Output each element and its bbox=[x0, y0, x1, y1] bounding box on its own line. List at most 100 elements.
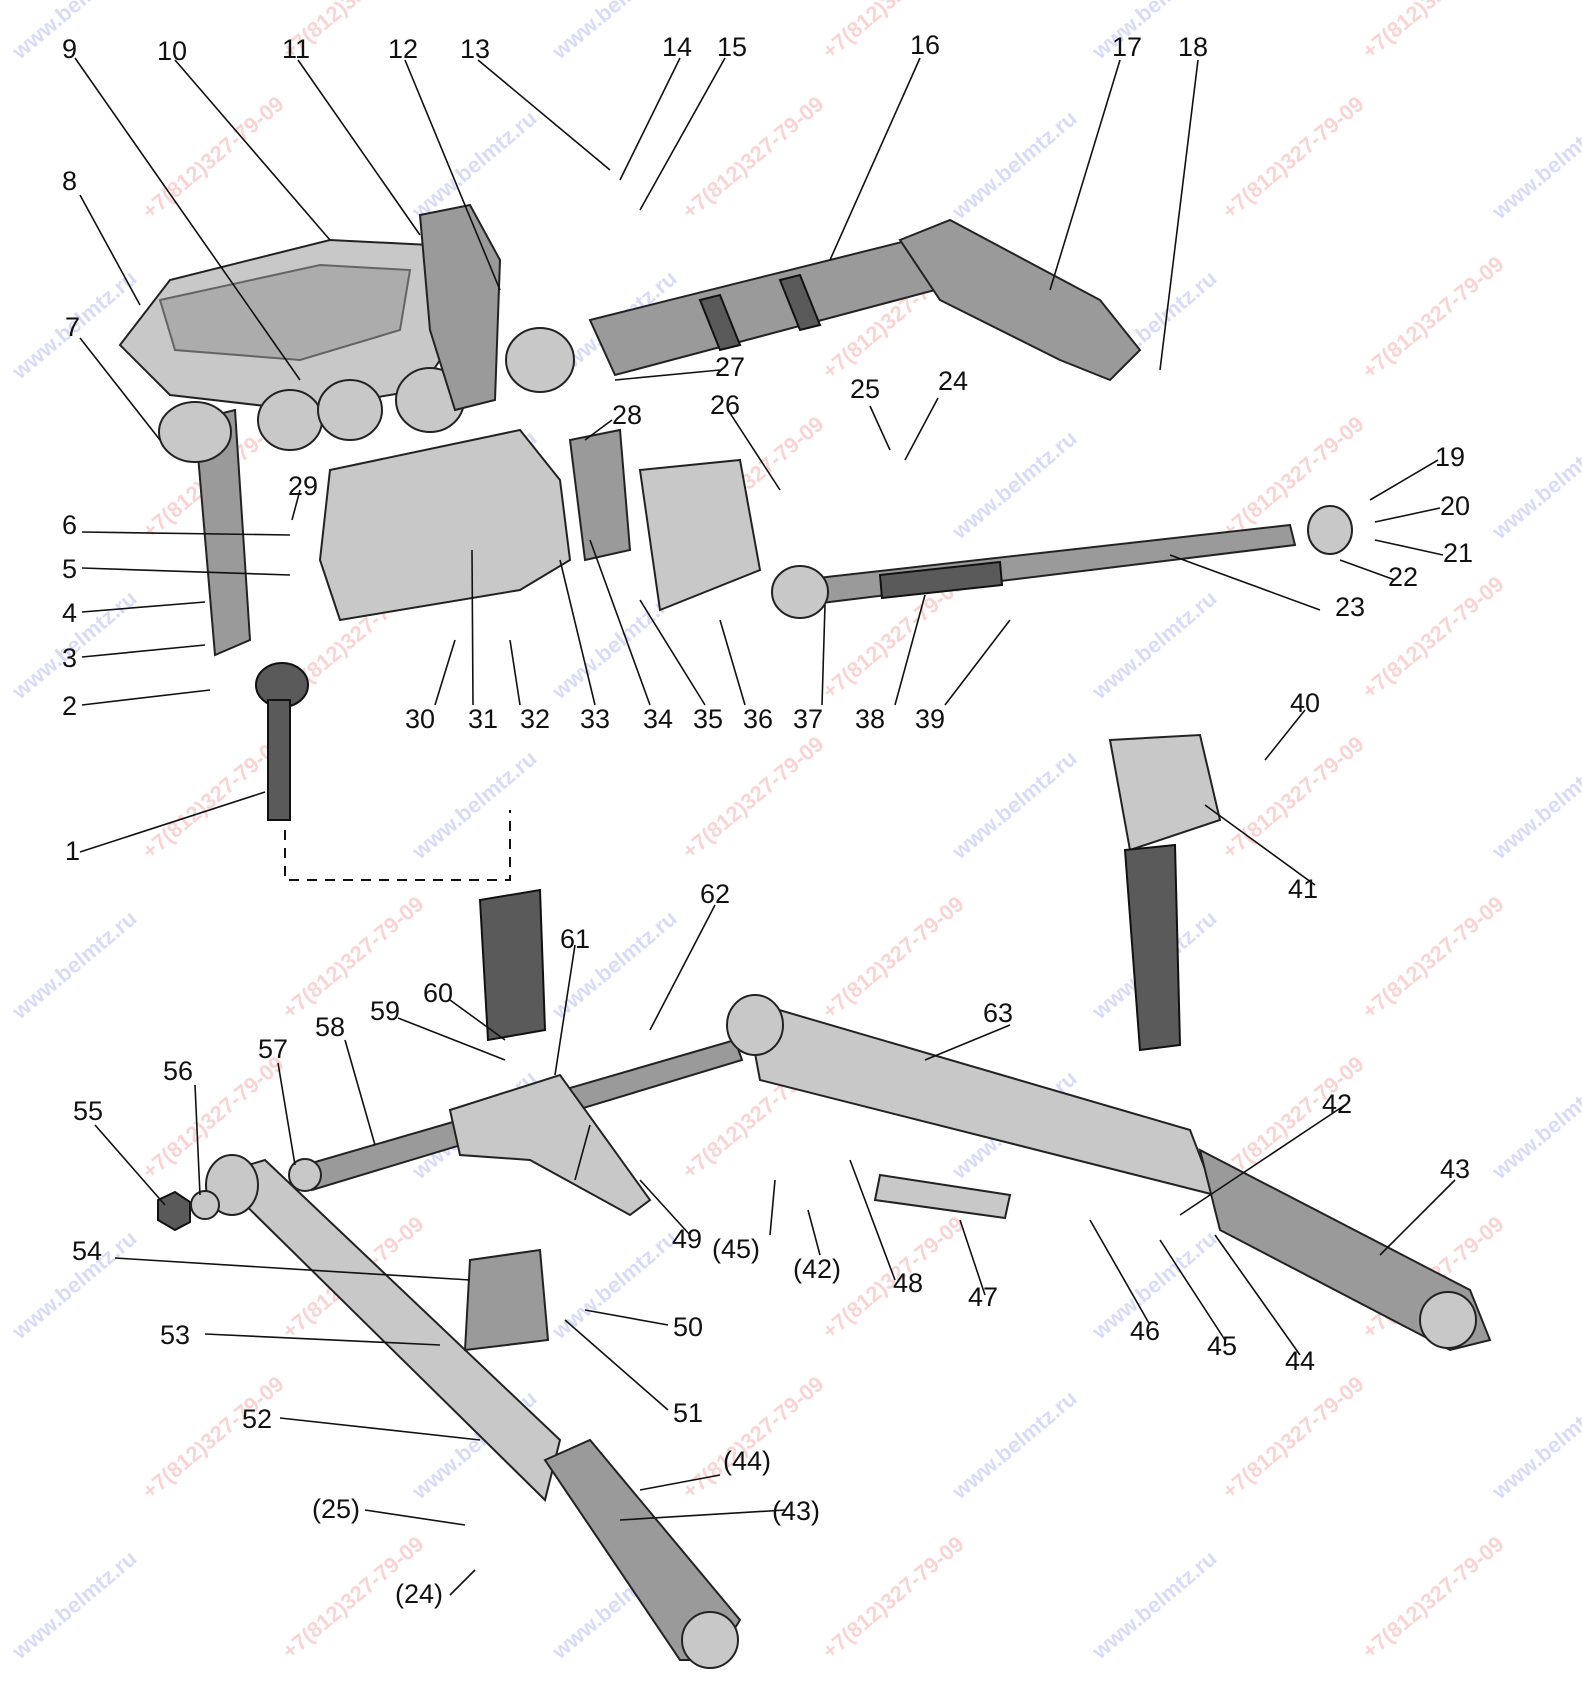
part-label-27: 27 bbox=[715, 352, 745, 382]
watermark-phone: +7(812)327-79-09 bbox=[137, 731, 288, 864]
part-label-54: 54 bbox=[72, 1236, 102, 1266]
part-label-25: 25 bbox=[850, 374, 880, 404]
lower-assembly-drawing bbox=[157, 733, 1492, 1669]
part-label-10: 10 bbox=[157, 36, 187, 66]
watermark-phone: +7(812)327-79-09 bbox=[817, 0, 968, 64]
part-label-45: 45 bbox=[1207, 1331, 1237, 1361]
watermark-site: www.belmtz.ru bbox=[946, 745, 1081, 864]
part-label-3: 3 bbox=[62, 643, 77, 673]
part-label-32: 32 bbox=[520, 704, 550, 734]
part-label-14: 14 bbox=[662, 32, 692, 62]
part-label-9: 9 bbox=[62, 34, 77, 64]
part-label-28: 28 bbox=[612, 400, 642, 430]
part-label-17: 17 bbox=[1112, 32, 1142, 62]
part-label-12: 12 bbox=[388, 34, 418, 64]
part-label-42: 42 bbox=[1322, 1089, 1352, 1119]
watermark-site: www.belmtz.ru bbox=[1086, 585, 1221, 704]
upper-assembly-drawing bbox=[118, 203, 1353, 821]
part-label-43: 43 bbox=[1440, 1154, 1470, 1184]
watermark-site: www.belmtz.ru bbox=[6, 1545, 141, 1664]
part-label-57: 57 bbox=[258, 1034, 288, 1064]
part-label-19: 19 bbox=[1435, 442, 1465, 472]
watermark-site: www.belmtz.ru bbox=[6, 905, 141, 1024]
part-label-24: 24 bbox=[938, 366, 968, 396]
part-label-6: 6 bbox=[62, 510, 77, 540]
part-label-4: 4 bbox=[62, 598, 77, 628]
watermark-phone: +7(812)327-79-09 bbox=[1217, 731, 1368, 864]
part-label-26: 26 bbox=[710, 390, 740, 420]
part-label-5: 5 bbox=[62, 554, 77, 584]
part-label-46: 46 bbox=[1130, 1316, 1160, 1346]
part-label-37: 37 bbox=[793, 704, 823, 734]
watermark-site: www.belmtz.ru bbox=[1486, 1065, 1582, 1184]
watermark-site: www.belmtz.ru bbox=[1486, 425, 1582, 544]
part-label-7: 7 bbox=[65, 312, 80, 342]
part-label-23: 23 bbox=[1335, 592, 1365, 622]
watermark-site: www.belmtz.ru bbox=[946, 105, 1081, 224]
part-label-2: 2 bbox=[62, 691, 77, 721]
watermark-phone: +7(812)327-79-09 bbox=[1357, 251, 1508, 384]
part-label-22: 22 bbox=[1388, 562, 1418, 592]
part-label-44: 44 bbox=[1285, 1346, 1315, 1376]
ref-label-43: (43) bbox=[772, 1496, 820, 1526]
part-label-35: 35 bbox=[693, 704, 723, 734]
part-label-51: 51 bbox=[673, 1398, 703, 1428]
part-label-34: 34 bbox=[643, 704, 673, 734]
part-label-33: 33 bbox=[580, 704, 610, 734]
part-label-38: 38 bbox=[855, 704, 885, 734]
ref-label-24: (24) bbox=[395, 1579, 443, 1609]
part-label-8: 8 bbox=[62, 166, 77, 196]
part-label-59: 59 bbox=[370, 996, 400, 1026]
part-label-39: 39 bbox=[915, 704, 945, 734]
part-label-15: 15 bbox=[717, 32, 747, 62]
part-label-62: 62 bbox=[700, 879, 730, 909]
watermark-phone: +7(812)327-79-09 bbox=[1357, 891, 1508, 1024]
watermark-site: www.belmtz.ru bbox=[1086, 1545, 1221, 1664]
watermark-phone: +7(812)327-79-09 bbox=[137, 91, 288, 224]
part-label-1: 1 bbox=[65, 836, 80, 866]
watermark-site: www.belmtz.ru bbox=[946, 425, 1081, 544]
part-label-61: 61 bbox=[560, 924, 590, 954]
watermark-site: www.belmtz.ru bbox=[946, 1385, 1081, 1504]
watermark-site: www.belmtz.ru bbox=[546, 1225, 681, 1344]
part-label-50: 50 bbox=[673, 1312, 703, 1342]
part-label-58: 58 bbox=[315, 1012, 345, 1042]
leader-lines bbox=[74, 57, 1456, 1596]
watermark-phone: +7(812)327-79-09 bbox=[1357, 1531, 1508, 1664]
part-label-20: 20 bbox=[1440, 491, 1470, 521]
watermark-phone: +7(812)327-79-09 bbox=[1217, 91, 1368, 224]
watermark-phone: +7(812)327-79-09 bbox=[1357, 571, 1508, 704]
part-label-21: 21 bbox=[1443, 538, 1473, 568]
part-label-36: 36 bbox=[743, 704, 773, 734]
part-label-18: 18 bbox=[1178, 32, 1208, 62]
watermark-site: www.belmtz.ru bbox=[406, 745, 541, 864]
watermark-phone: +7(812)327-79-09 bbox=[817, 891, 968, 1024]
part-label-52: 52 bbox=[242, 1404, 272, 1434]
part-label-56: 56 bbox=[163, 1056, 193, 1086]
watermark-site: www.belmtz.ru bbox=[1486, 105, 1582, 224]
watermark-site: www.belmtz.ru bbox=[1486, 1385, 1582, 1504]
ref-label-44: (44) bbox=[723, 1446, 771, 1476]
part-label-48: 48 bbox=[893, 1268, 923, 1298]
watermark-site: www.belmtz.ru bbox=[406, 105, 541, 224]
part-label-31: 31 bbox=[468, 704, 498, 734]
part-label-13: 13 bbox=[460, 34, 490, 64]
watermark-phone: +7(812)327-79-09 bbox=[1357, 0, 1508, 64]
part-label-29: 29 bbox=[288, 471, 318, 501]
part-label-40: 40 bbox=[1290, 688, 1320, 718]
part-label-30: 30 bbox=[405, 704, 435, 734]
part-label-41: 41 bbox=[1288, 874, 1318, 904]
watermark-phone: +7(812)327-79-09 bbox=[677, 91, 828, 224]
ref-label-45: (45) bbox=[712, 1234, 760, 1264]
part-label-53: 53 bbox=[160, 1320, 190, 1350]
part-label-47: 47 bbox=[968, 1282, 998, 1312]
part-label-55: 55 bbox=[73, 1096, 103, 1126]
ref-label-42: (42) bbox=[793, 1254, 841, 1284]
watermark-phone: +7(812)327-79-09 bbox=[277, 891, 428, 1024]
part-label-49: 49 bbox=[672, 1224, 702, 1254]
watermark-phone: +7(812)327-79-09 bbox=[137, 1371, 288, 1504]
ref-label-25: (25) bbox=[312, 1494, 360, 1524]
part-labels: 1 2 3 4 5 6 7 8 9 10 11 12 13 14 15 16 1… bbox=[62, 30, 1473, 1609]
